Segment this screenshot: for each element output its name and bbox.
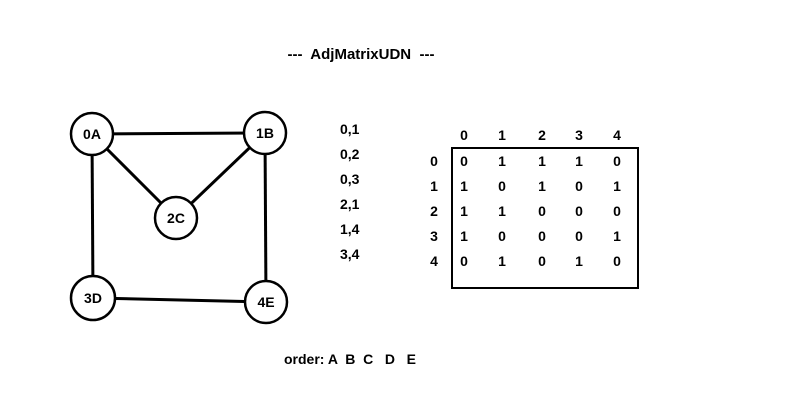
node-circle <box>243 279 289 325</box>
matrix-cell: 0 <box>498 178 506 194</box>
matrix-cell: 0 <box>460 153 468 169</box>
edge-3D-4E <box>92 296 267 304</box>
matrix-cell: 1 <box>460 228 468 244</box>
matrix-cell: 0 <box>613 253 621 269</box>
matrix-cell: 1 <box>613 178 621 194</box>
matrix-col-header: 0 <box>460 127 468 143</box>
edge-0A-1B <box>91 131 266 136</box>
node-circle <box>153 195 199 241</box>
matrix-cell: 1 <box>498 153 506 169</box>
node-circle <box>69 111 115 157</box>
matrix-cell: 0 <box>460 253 468 269</box>
matrix-border <box>451 147 639 289</box>
graph-node-3D: 3D <box>69 274 117 322</box>
matrix-cell: 0 <box>538 203 546 219</box>
matrix-cell: 1 <box>575 253 583 269</box>
node-label: 1B <box>256 125 274 141</box>
matrix-cell: 1 <box>460 178 468 194</box>
edge-list-item: 2,1 <box>340 196 360 212</box>
matrix-cell: 1 <box>538 178 546 194</box>
matrix-cell: 1 <box>498 253 506 269</box>
matrix-row-header: 2 <box>430 203 438 219</box>
matrix-row-header: 4 <box>430 253 438 269</box>
graph-node-1B: 1B <box>242 110 288 156</box>
traversal-order: order: A B C D E <box>284 351 416 367</box>
matrix-cell: 0 <box>613 203 621 219</box>
edge-0A-3D <box>90 133 95 299</box>
node-circle <box>69 274 117 322</box>
matrix-row-header: 0 <box>430 153 438 169</box>
edge-list-item: 1,4 <box>340 221 360 237</box>
node-label: 0A <box>83 126 101 142</box>
matrix-cell: 1 <box>538 153 546 169</box>
edge-list-item: 0,1 <box>340 121 360 137</box>
node-label: 2C <box>167 210 185 226</box>
matrix-col-header: 1 <box>498 127 506 143</box>
edge-list-item: 0,2 <box>340 146 360 162</box>
matrix-cell: 0 <box>613 153 621 169</box>
matrix-cell: 1 <box>460 203 468 219</box>
edge-list-item: 0,3 <box>340 171 360 187</box>
matrix-cell: 0 <box>575 203 583 219</box>
matrix-col-header: 3 <box>575 127 583 143</box>
matrix-cell: 1 <box>498 203 506 219</box>
node-circle <box>242 110 288 156</box>
edge-1B-4E <box>263 132 268 303</box>
matrix-cell: 0 <box>538 228 546 244</box>
node-label: 4E <box>257 294 274 310</box>
matrix-col-header: 2 <box>538 127 546 143</box>
matrix-col-header: 4 <box>613 127 621 143</box>
graph-node-0A: 0A <box>69 111 115 157</box>
graph-node-4E: 4E <box>243 279 289 325</box>
node-label: 3D <box>84 290 102 306</box>
matrix-cell: 0 <box>575 228 583 244</box>
diagram-title: --- AdjMatrixUDN --- <box>287 46 435 63</box>
matrix-cell: 0 <box>575 178 583 194</box>
matrix-row-header: 3 <box>430 228 438 244</box>
matrix-cell: 1 <box>575 153 583 169</box>
edge-list-item: 3,4 <box>340 246 360 262</box>
matrix-cell: 0 <box>498 228 506 244</box>
edge-list: 0,1 0,2 0,3 2,1 1,4 3,4 <box>340 119 380 269</box>
matrix-cell: 0 <box>538 253 546 269</box>
graph-node-2C: 2C <box>153 195 199 241</box>
matrix-cell: 1 <box>613 228 621 244</box>
matrix-row-header: 1 <box>430 178 438 194</box>
